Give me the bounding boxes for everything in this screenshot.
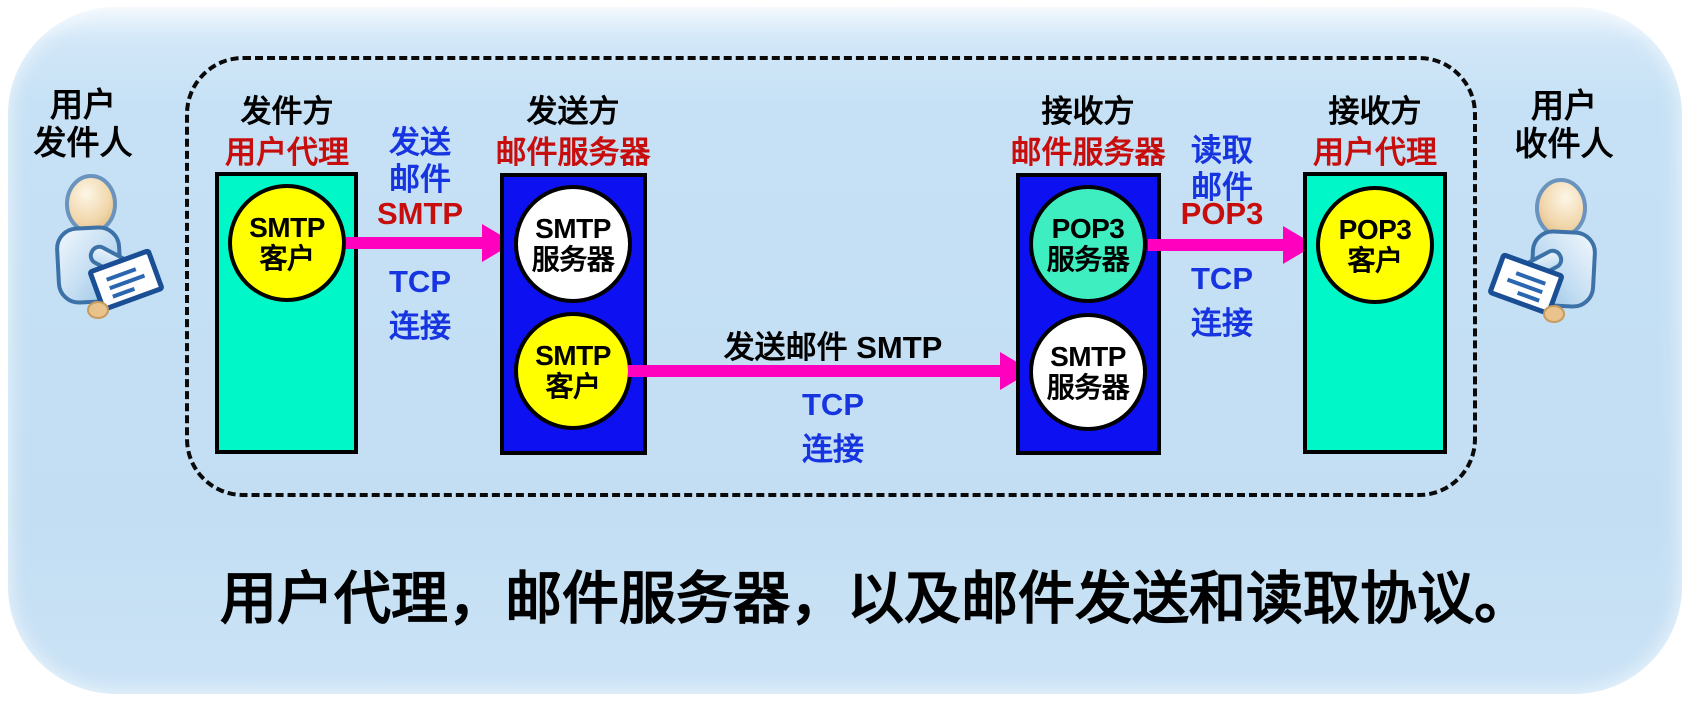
pop3-protocol-label: POP3 — [1180, 196, 1264, 231]
tcp-label-1-line2: 连接 — [389, 309, 451, 344]
receiver-user-line2: 收件人 — [1514, 125, 1614, 162]
receiver-person-icon — [1488, 178, 1597, 323]
receiver-user-line1: 用户 — [1531, 87, 1597, 124]
circle-label-line2: 服务器 — [1046, 244, 1130, 275]
circle-label-line1: SMTP — [535, 212, 611, 244]
person-hand-left — [87, 301, 109, 319]
smtp-protocol-label-2: SMTP — [856, 330, 943, 365]
sender-user-line1: 用户 — [50, 86, 116, 123]
send-mail-label-line1: 发送 — [389, 125, 451, 160]
read-mail-label-line2: 邮件 — [1191, 170, 1253, 205]
circle-label-line1: POP3 — [1338, 213, 1412, 245]
person-head — [65, 174, 117, 234]
circle-label-line2: 服务器 — [1046, 372, 1130, 403]
sender-user-line2: 发件人 — [33, 124, 133, 161]
smtp-server-circle-receiver: SMTP 服务器 — [1029, 313, 1147, 431]
tcp-label-2-line1: TCP — [802, 387, 864, 422]
tcp-label-1-line1: TCP — [389, 264, 451, 299]
person-hand-left — [1543, 305, 1565, 323]
sender-server-title: 发送方 — [526, 94, 620, 129]
send-mail-label-line2: 邮件 — [389, 162, 451, 197]
tcp-label-2-line2: 连接 — [802, 432, 864, 467]
circle-label-line1: POP3 — [1051, 212, 1125, 244]
receiver-server-subtitle: 邮件服务器 — [1010, 135, 1166, 170]
circle-label-line1: SMTP — [1050, 340, 1126, 372]
sender-person-icon — [55, 174, 164, 319]
transfer-action-label: 发送邮件 — [723, 330, 848, 365]
read-mail-label-line1: 读取 — [1191, 133, 1253, 168]
circle-label-line1: SMTP — [249, 211, 325, 243]
circle-label-line2: 客户 — [545, 371, 601, 402]
diagram-caption: 用户代理，邮件服务器，以及邮件发送和读取协议。 — [220, 567, 1531, 631]
person-head — [1535, 178, 1587, 238]
pop3-server-circle: POP3 服务器 — [1029, 185, 1147, 303]
smtp-send-arrow-line — [346, 237, 488, 249]
sender-agent-title: 发件方 — [240, 94, 334, 129]
sender-server-subtitle: 邮件服务器 — [495, 135, 651, 170]
circle-label-line2: 客户 — [259, 243, 315, 274]
receiver-agent-title: 接收方 — [1328, 94, 1422, 129]
sender-user-label: 用户 发件人 — [0, 86, 183, 162]
internet-boundary-dashed-border — [185, 56, 1477, 497]
letter-icon — [88, 248, 164, 312]
receiver-user-label: 用户 收件人 — [1464, 87, 1664, 163]
smtp-client-circle-agent: SMTP 客户 — [228, 184, 346, 302]
circle-label-line2: 客户 — [1347, 245, 1403, 276]
letter-icon — [1488, 252, 1564, 316]
circle-label-line2: 服务器 — [531, 244, 615, 275]
smtp-server-circle-sender: SMTP 服务器 — [514, 185, 632, 303]
smtp-transfer-arrow-line — [628, 365, 1004, 377]
transfer-mail-label: 发送邮件 SMTP — [633, 322, 1033, 367]
tcp-label-3-line1: TCP — [1191, 261, 1253, 296]
tcp-label-3-line2: 连接 — [1191, 306, 1253, 341]
circle-label-line1: SMTP — [535, 339, 611, 371]
sender-agent-subtitle: 用户代理 — [225, 135, 349, 170]
receiver-server-title: 接收方 — [1041, 94, 1135, 129]
receiver-agent-subtitle: 用户代理 — [1313, 135, 1437, 170]
pop3-client-circle: POP3 客户 — [1316, 186, 1434, 304]
pop3-read-arrow-line — [1148, 239, 1289, 251]
smtp-protocol-label-1: SMTP — [376, 196, 464, 231]
smtp-client-circle-server: SMTP 客户 — [514, 312, 632, 430]
